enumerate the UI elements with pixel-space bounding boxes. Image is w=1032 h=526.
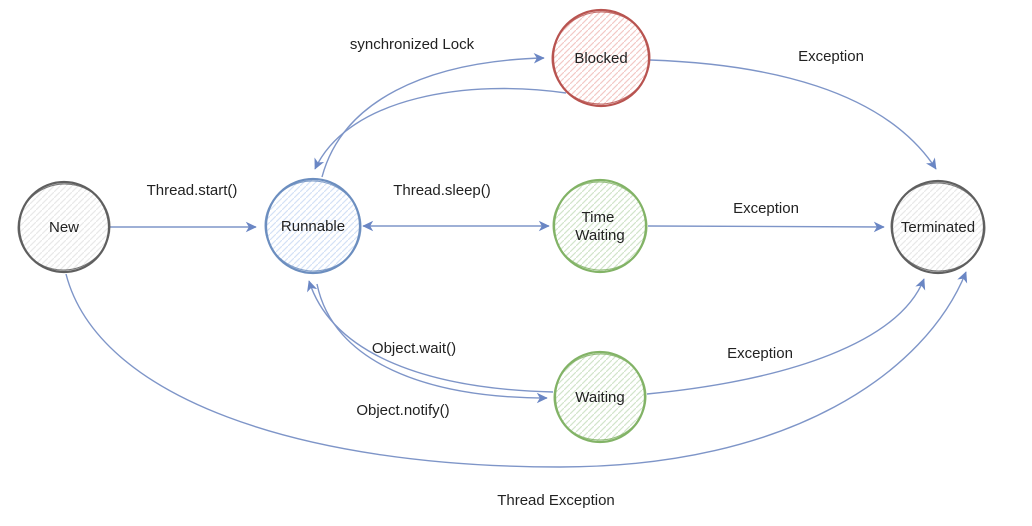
edge-blocked-to-runnable xyxy=(314,87,567,170)
node-blocked: Blocked xyxy=(551,8,651,108)
edge-object-wait xyxy=(307,280,554,393)
edge-label-blocked-exception: Exception xyxy=(798,48,864,65)
node-waiting-circle xyxy=(553,350,647,444)
edge-labels-layer: Thread.start() synchronized Lock Excepti… xyxy=(147,36,864,509)
edge-object-notify xyxy=(316,283,548,404)
nodes-layer: New Runnable Blocked Time Waiting xyxy=(17,8,986,444)
node-runnable: Runnable xyxy=(264,177,362,275)
edge-label-object-notify: Object.notify() xyxy=(356,402,449,419)
node-terminated: Terminated xyxy=(890,179,986,275)
edge-label-thread-start: Thread.start() xyxy=(147,182,238,199)
node-new: New xyxy=(17,180,111,274)
node-new-label: New xyxy=(49,219,79,236)
edge-label-thread-sleep: Thread.sleep() xyxy=(393,182,491,199)
node-new-circle xyxy=(17,180,111,274)
node-time-waiting-label-line2: Waiting xyxy=(575,227,624,244)
node-runnable-label: Runnable xyxy=(281,218,345,235)
node-runnable-circle xyxy=(264,177,362,275)
edge-thread-exception xyxy=(65,271,968,468)
edge-label-waiting-exception: Exception xyxy=(727,345,793,362)
edge-blocked-exception xyxy=(649,59,937,170)
edge-label-object-wait: Object.wait() xyxy=(372,340,456,357)
node-time-waiting-label: Time Waiting xyxy=(575,209,624,244)
node-blocked-circle xyxy=(551,8,651,108)
edge-label-synchronized-lock: synchronized Lock xyxy=(350,36,475,53)
node-terminated-label: Terminated xyxy=(901,219,975,236)
edge-waiting-exception xyxy=(646,278,926,395)
node-waiting: Waiting xyxy=(553,350,647,444)
node-waiting-label: Waiting xyxy=(575,389,624,406)
node-waiting-sketch-outline xyxy=(553,353,647,441)
edges-layer xyxy=(65,52,968,468)
node-time-waiting-circle xyxy=(552,178,648,274)
edge-synchronized-lock xyxy=(321,52,545,178)
node-runnable-sketch-outline xyxy=(264,180,362,272)
node-new-sketch-outline xyxy=(17,183,111,271)
node-blocked-label: Blocked xyxy=(574,50,627,67)
node-terminated-sketch-outline xyxy=(890,182,986,272)
edge-time-waiting-exception xyxy=(647,221,885,233)
node-time-waiting-label-line1: Time xyxy=(582,209,615,226)
node-time-waiting: Time Waiting xyxy=(552,178,648,274)
node-terminated-circle xyxy=(890,179,986,275)
node-time-waiting-sketch-outline xyxy=(552,181,648,271)
edge-label-thread-exception: Thread Exception xyxy=(497,492,615,509)
edge-label-time-waiting-exception: Exception xyxy=(733,200,799,217)
node-blocked-sketch-outline xyxy=(551,11,651,105)
